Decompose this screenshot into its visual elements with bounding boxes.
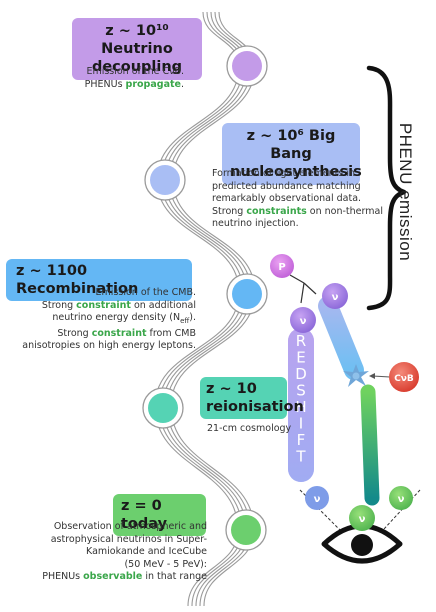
svg-text:ν: ν (314, 494, 321, 505)
curly-brace (366, 65, 407, 311)
proton-particle: P (270, 254, 294, 278)
epoch-neutrino-decoupling-desc: Emission of the CνB. PHENUs propagate. (84, 66, 184, 90)
svg-text:ν: ν (332, 292, 339, 303)
epoch-today-desc: Observation of atmospheric and astrophys… (42, 521, 207, 583)
timeline-nodes (142, 45, 268, 551)
interaction-burst (343, 364, 369, 387)
epoch-reionisation-title: z ~ 10 reionisation (200, 377, 304, 419)
redshift-bar (288, 328, 314, 482)
neutrino-particle-bottom-right: ν (389, 486, 413, 510)
epoch-recombination-title: z ~ 1100 Recombination (6, 259, 192, 301)
neutrino-particle-left: ν (290, 307, 316, 333)
epoch-bbn-title: z ~ 10⁶ Big Bang nucleosynthesis (222, 123, 362, 185)
phenu-emission-text: PHENU emission (396, 122, 415, 262)
redshift-letter: E (296, 349, 305, 367)
neutrino-particle-bottom-center: ν (349, 505, 375, 531)
particle-vertex (289, 274, 317, 304)
neutrino-particle-bottom-left: ν (305, 486, 329, 510)
redshift-letter: T (295, 448, 306, 466)
svg-text:P: P (278, 262, 285, 273)
epoch-reionisation-desc: 21-cm cosmology (207, 423, 292, 434)
cvb-particle: CνB (389, 362, 419, 392)
redshift-letter: D (295, 365, 307, 383)
green-track (360, 384, 380, 506)
timeline-node-0 (232, 51, 262, 81)
timeline-node-1 (150, 165, 180, 195)
redshift-letter: R (296, 332, 306, 350)
epoch-recombination-desc: Emission of the CMB. Strong constraint o… (22, 287, 196, 352)
redshift-letter: S (296, 382, 306, 400)
epoch-neutrino-decoupling-title: z ~ 10¹⁰ Neutrino decoupling (72, 18, 202, 80)
svg-text:CνB: CνB (394, 374, 414, 384)
svg-text:ν: ν (398, 494, 405, 505)
neutrino-particle-top: ν (322, 283, 348, 309)
epoch-bbn-desc: Formation of light elements in predicted… (212, 168, 383, 230)
right-track (318, 296, 364, 380)
redshift-letter: H (295, 398, 306, 416)
cvb-arrow (369, 373, 391, 379)
epoch-today-title: z = 0 today (113, 494, 206, 536)
timeline-node-2 (232, 279, 262, 309)
redshift-letter: F (297, 431, 306, 449)
redshift-letter: I (299, 415, 303, 433)
svg-text:ν: ν (359, 514, 366, 525)
svg-text:ν: ν (300, 316, 307, 327)
observer-eye (299, 489, 421, 564)
timeline-node-3 (148, 393, 178, 423)
timeline-node-4 (231, 515, 261, 545)
